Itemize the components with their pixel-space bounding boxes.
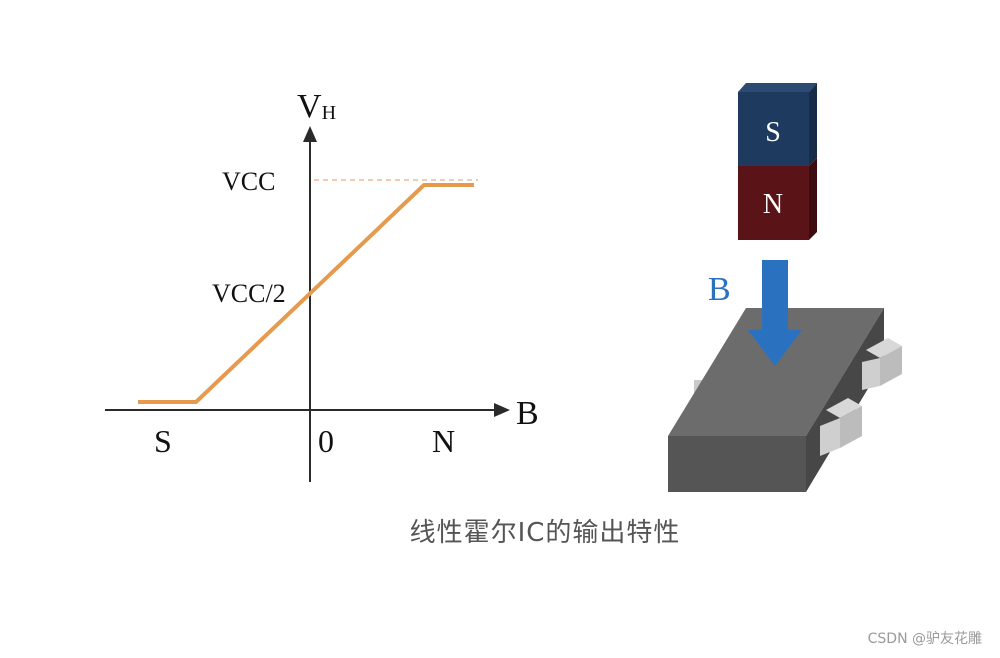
x-label-origin: 0 xyxy=(318,423,334,459)
x-axis-arrow-icon xyxy=(494,403,510,417)
y-tick-vcc: VCC xyxy=(222,167,275,196)
x-label-s: S xyxy=(154,423,172,459)
figure-caption: 线性霍尔IC的输出特性 xyxy=(409,518,681,548)
hall-ic-chip xyxy=(668,308,902,492)
field-arrow-icon xyxy=(748,260,802,366)
x-label-n: N xyxy=(432,423,455,459)
chip-pin-right-upper xyxy=(862,338,902,390)
magnet-n-pole xyxy=(738,166,809,240)
magnet-side-s xyxy=(809,83,817,166)
magnet-s-label: S xyxy=(765,117,781,148)
magnet-s-pole xyxy=(738,92,809,166)
bar-magnet: S N xyxy=(738,83,817,240)
chip-top-face xyxy=(668,308,884,436)
hall-ic-figure: S N B xyxy=(668,83,902,492)
y-axis-label-main: V xyxy=(297,88,322,125)
output-curve xyxy=(138,183,474,404)
magnet-side-n xyxy=(809,158,817,240)
y-axis-label-sub: H xyxy=(322,102,336,124)
transfer-characteristic-graph: VH B VCC VCC/2 S 0 N xyxy=(105,88,539,482)
watermark: CSDN @驴友花雕 xyxy=(867,631,982,647)
x-axis-label: B xyxy=(516,395,539,432)
magnet-top-face xyxy=(738,83,817,92)
y-tick-half-vcc: VCC/2 xyxy=(212,279,286,308)
chip-front-face xyxy=(668,436,806,492)
field-label: B xyxy=(708,271,731,308)
y-axis-arrow-icon xyxy=(303,126,317,142)
chip-pin-right-lower xyxy=(820,398,862,456)
magnet-n-label: N xyxy=(763,189,783,220)
y-axis-label: VH xyxy=(297,88,336,125)
